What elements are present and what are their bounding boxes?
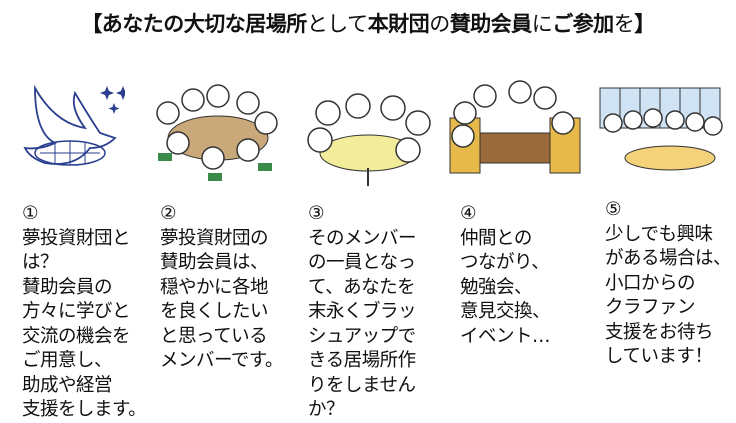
column-2: ② 夢投資財団の 賛助会員は、 穏やかに各地 を良くしたい と思っている メンバー… <box>160 202 284 374</box>
title-part: 賛助会員 <box>449 12 533 36</box>
round-table-chat-illustration <box>307 93 431 186</box>
column-text: 夢投資財団の 賛助会員は、 穏やかに各地 を良くしたい と思っている メンバーで… <box>160 227 284 372</box>
column-number: ③ <box>308 203 325 224</box>
column-number: ⑤ <box>605 199 622 220</box>
sparkle-icon <box>100 86 125 114</box>
title-part: ご参加 <box>552 12 614 36</box>
column-number: ② <box>160 203 177 224</box>
column-4: ④ 仲間との つながり、 勉強会、 意見交換、 イベント… <box>460 202 551 349</box>
page-title: 【あなたの大切な居場所として本財団の賛助会員にご参加を】 <box>0 8 736 38</box>
title-part: 【あなたの大切な居場所 <box>81 12 307 36</box>
column-text: 仲間との つながり、 勉強会、 意見交換、 イベント… <box>460 227 551 347</box>
column-text: そのメンバー の一員となっ て、あなたを 末永くブラッ シュアップで きる居場所… <box>308 227 417 421</box>
title-part: 】 <box>634 12 655 36</box>
title-part: 本財団 <box>367 12 430 36</box>
bird-turtle-illustration <box>23 84 125 166</box>
title-part: に <box>531 12 553 36</box>
title-part: を <box>613 12 635 36</box>
column-1: ① 夢投資財団と は？ 賛助会員の 方々に学びと 交流の機会を ご用意し、 助成や… <box>22 202 147 423</box>
column-number: ④ <box>460 203 477 224</box>
dinner-party-illustration <box>449 80 581 174</box>
title-part: の <box>429 12 450 36</box>
seminar-room-illustration <box>599 87 723 171</box>
meeting-table-illustration <box>156 84 278 181</box>
column-5: ⑤ 少しでも興味 がある場合は、 小口からの クラファン 支援をお待ち しています… <box>605 198 732 370</box>
title-part: として <box>306 12 368 36</box>
column-3: ③ そのメンバー の一員となっ て、あなたを 末永くブラッ シュアップで きる居場… <box>308 202 417 423</box>
column-text: 少しでも興味 がある場合は、 小口からの クラファン 支援をお待ち しています！ <box>605 223 732 368</box>
column-number: ① <box>22 203 39 224</box>
column-text: 夢投資財団と は？ 賛助会員の 方々に学びと 交流の機会を ご用意し、 助成や経… <box>22 227 147 421</box>
